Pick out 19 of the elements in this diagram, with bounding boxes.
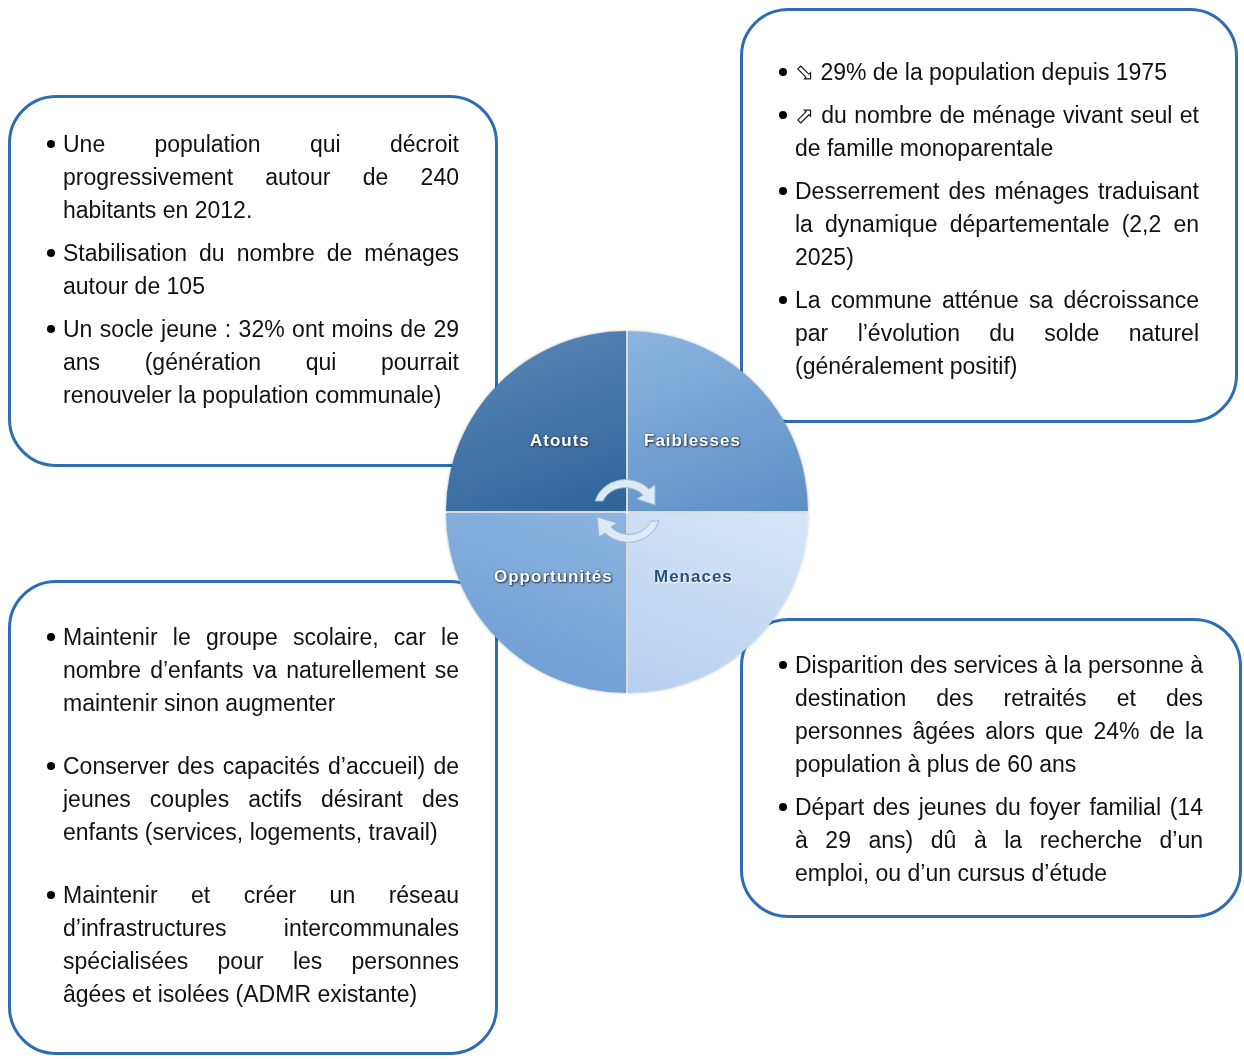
bullet-text: Un socle jeune : 32% ont moins de 29 ans (génération qui pourrait renouveler la population communale) bbox=[63, 315, 459, 410]
bullet-text: La commune atténue sa décroissance par l’évolution du solde naturel (généralement positif) bbox=[795, 286, 1199, 381]
quadrant-label: Faiblesses bbox=[644, 431, 741, 451]
text-box bbox=[740, 618, 1242, 918]
bullet-text: Stabilisation du nombre de ménages autour de 105 bbox=[63, 239, 459, 301]
quadrant-label: Menaces bbox=[654, 567, 733, 587]
text-box bbox=[740, 8, 1238, 423]
bullet-text: Disparition des services à la personne à destination des retraités et des personnes âgées alors que 24% de la population à plus de 60 ans bbox=[795, 651, 1203, 779]
bullet-text: ⬀ du nombre de ménage vivant seul et de famille monoparentale bbox=[795, 101, 1199, 163]
bullet-text: Desserrement des ménages traduisant la dynamique départementale (2,2 en 2025) bbox=[795, 177, 1199, 272]
bullet-text: Conserver des capacités d’accueil) de jeunes couples actifs désirant des enfants (services, logements, travail) bbox=[63, 752, 459, 847]
bullet-text: Maintenir le groupe scolaire, car le nombre d’enfants va naturellement se maintenir sinon augmenter bbox=[63, 623, 459, 718]
bullet-text: Maintenir et créer un réseau d’infrastructures intercommunales spécialisées pour les personnes âgées et isolées (ADMR existante) bbox=[63, 881, 459, 1009]
text-box bbox=[8, 95, 498, 467]
bullet-text: Départ des jeunes du foyer familial (14 à 29 ans) dû à la recherche d’un emploi, ou d’un cursus d’étude bbox=[795, 793, 1203, 888]
quadrant-label: Atouts bbox=[530, 431, 590, 451]
bullet-text: ⬂ 29% de la population depuis 1975 bbox=[795, 58, 1167, 87]
bullet-text: Une population qui décroit progressivement autour de 240 habitants en 2012. bbox=[63, 130, 459, 225]
quadrant-label: Opportunités bbox=[494, 567, 613, 587]
